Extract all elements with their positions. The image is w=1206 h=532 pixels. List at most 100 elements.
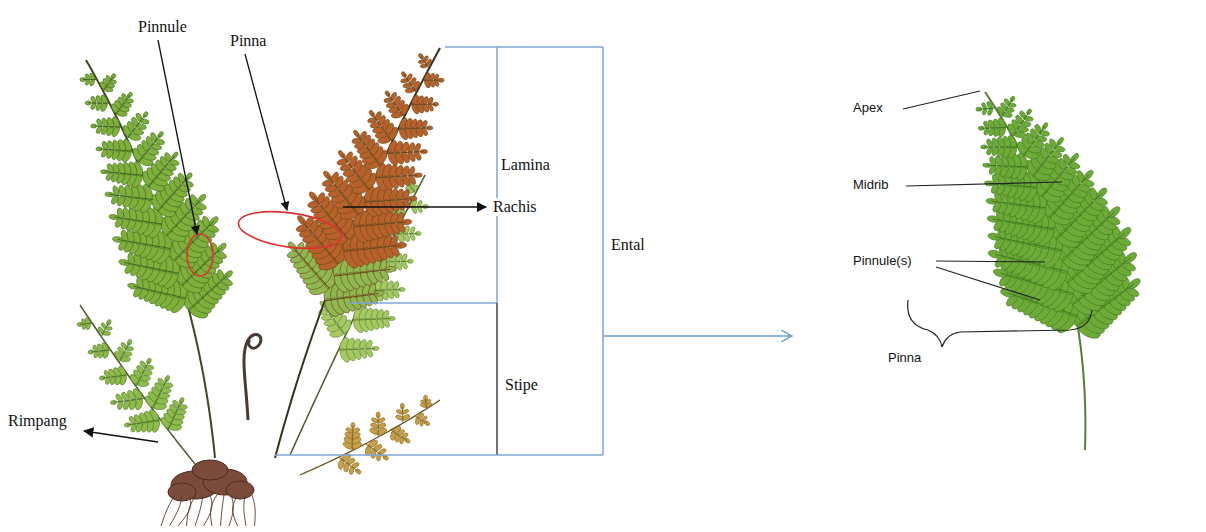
bracket-line [275,454,603,456]
leader-line [906,182,1062,186]
pinna-vein [119,342,129,362]
pinnule-shape [1024,116,1034,122]
pinna-shape [112,229,174,266]
pinna-vein [410,104,435,106]
pinna-vein [357,134,381,166]
pinnule-shape [376,452,381,461]
pinna-vein [387,152,424,154]
pinna-vein [388,94,405,117]
pinnule-shape [1068,161,1081,170]
pinna-vein [80,323,92,324]
pinna-shape [88,342,111,359]
pinna-shape [398,117,433,141]
pinna-vein [402,406,404,423]
root [233,495,238,526]
stipe-rachis [80,305,200,470]
part-label: Midrib [853,178,888,193]
pinna-shape [351,306,395,335]
pinna-shape [85,94,109,112]
pinna-vein [991,201,1045,207]
root [244,495,246,526]
frond [275,48,444,458]
pinna-vein [133,286,186,298]
pinna-shape [976,101,996,116]
bracket-line [496,303,498,455]
pinna-vein [136,361,149,387]
pinna-vein [981,127,1007,129]
pinnule-shape [344,151,354,163]
pinna-shape [110,387,144,411]
pinna-shape [386,139,427,167]
stipe-rachis [86,60,215,458]
part-label: Pinna [230,32,266,50]
pinna-shape [77,317,92,330]
pinna-shape [374,162,422,193]
pinnule-shape [154,138,165,145]
highlight-ring [187,234,213,276]
pinnule-shape [343,462,349,472]
pinna-vein [391,430,407,441]
pinnule-shape [390,92,398,102]
pinna-shape [369,412,388,437]
pinna-vein [168,401,181,430]
pinna-vein [114,217,162,224]
pinnule-shape [373,290,385,297]
pinnule-shape [406,73,413,82]
pinna-shape [338,336,379,363]
pinnule-shape [1039,130,1050,137]
pinna-shape [410,94,438,115]
pinna-shape [99,365,128,386]
leader-arrow [84,431,158,442]
part-label: Ental [611,236,645,254]
part-label: Pinnule(s) [853,254,912,269]
highlight-ring [236,206,344,254]
pinna-vein [325,293,379,300]
pinna-shape [91,116,122,138]
pinna-shape [337,149,379,195]
pinnule-shape [1020,121,1031,127]
pinna-vein [354,222,407,227]
fiddlehead [244,334,261,420]
pinna-shape [1052,205,1122,274]
pinnule-shape [140,118,150,124]
root [195,495,203,526]
rhizome-part [226,481,254,499]
pinna-vein [404,74,417,92]
pinna-shape [423,72,444,89]
pinna-shape [124,408,161,433]
part-label: Rachis [491,198,539,216]
pinnule-shape [349,466,355,475]
pinna-shape [100,160,144,189]
leader-line [936,267,1040,300]
pinna-shape [981,134,1019,160]
pinna-vein [101,322,108,336]
pinna-shape [365,439,390,461]
fern-drawing [77,48,1142,475]
root [170,495,183,526]
brace [908,300,1092,347]
pointer-arrow [603,335,792,337]
pinna-vein [109,194,153,199]
pinna-vein [338,348,375,350]
pinna-vein [138,135,161,163]
rhizome-part [168,483,196,501]
pinna-shape [338,453,362,475]
leader-line [903,91,980,109]
rhizome-part [192,460,228,480]
pinna-vein [102,375,127,378]
pinna-shape [129,358,154,387]
pinna-shape [384,90,411,119]
pinna-vein [421,56,429,68]
pinna-vein [118,240,171,249]
pinna-vein [979,108,996,109]
leader-arrow [245,54,287,210]
pinna-vein [415,416,427,423]
pinna-shape [418,53,433,69]
pinna-shape [390,425,411,444]
part-label: Pinna [888,351,921,366]
bracket-line [602,47,604,455]
root [252,495,255,526]
pinna-shape [1015,122,1049,160]
pinna-shape [140,151,179,193]
